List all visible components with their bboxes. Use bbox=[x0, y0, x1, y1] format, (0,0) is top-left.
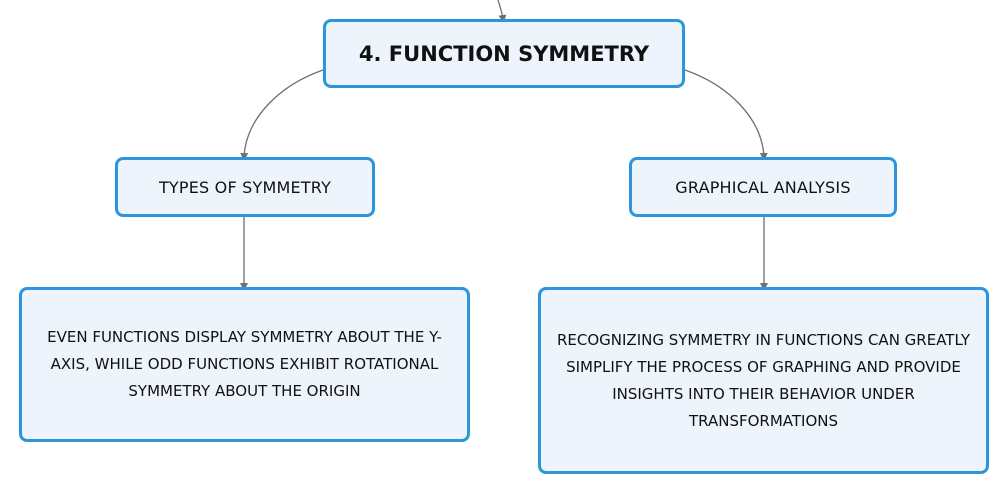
detail-node-recognizing-symmetry[interactable]: RECOGNIZING SYMMETRY IN FUNCTIONS CAN GR… bbox=[538, 287, 989, 474]
detail-node-even-odd-functions[interactable]: EVEN FUNCTIONS DISPLAY SYMMETRY ABOUT TH… bbox=[19, 287, 470, 442]
branch-node-label: TYPES OF SYMMETRY bbox=[158, 177, 332, 197]
connector-incoming-to-root bbox=[497, 0, 507, 23]
connector-root-to-graphical bbox=[684, 69, 768, 161]
root-node-function-symmetry[interactable]: 4. FUNCTION SYMMETRY bbox=[323, 19, 685, 88]
detail-node-text: EVEN FUNCTIONS DISPLAY SYMMETRY ABOUT TH… bbox=[47, 328, 442, 400]
connector-root-to-types bbox=[240, 69, 324, 161]
branch-node-types-of-symmetry[interactable]: TYPES OF SYMMETRY bbox=[115, 157, 375, 217]
branch-node-graphical-analysis[interactable]: GRAPHICAL ANALYSIS bbox=[629, 157, 897, 217]
branch-node-label: GRAPHICAL ANALYSIS bbox=[675, 177, 851, 197]
root-node-label: 4. FUNCTION SYMMETRY bbox=[358, 41, 650, 66]
detail-node-text: RECOGNIZING SYMMETRY IN FUNCTIONS CAN GR… bbox=[556, 330, 970, 430]
